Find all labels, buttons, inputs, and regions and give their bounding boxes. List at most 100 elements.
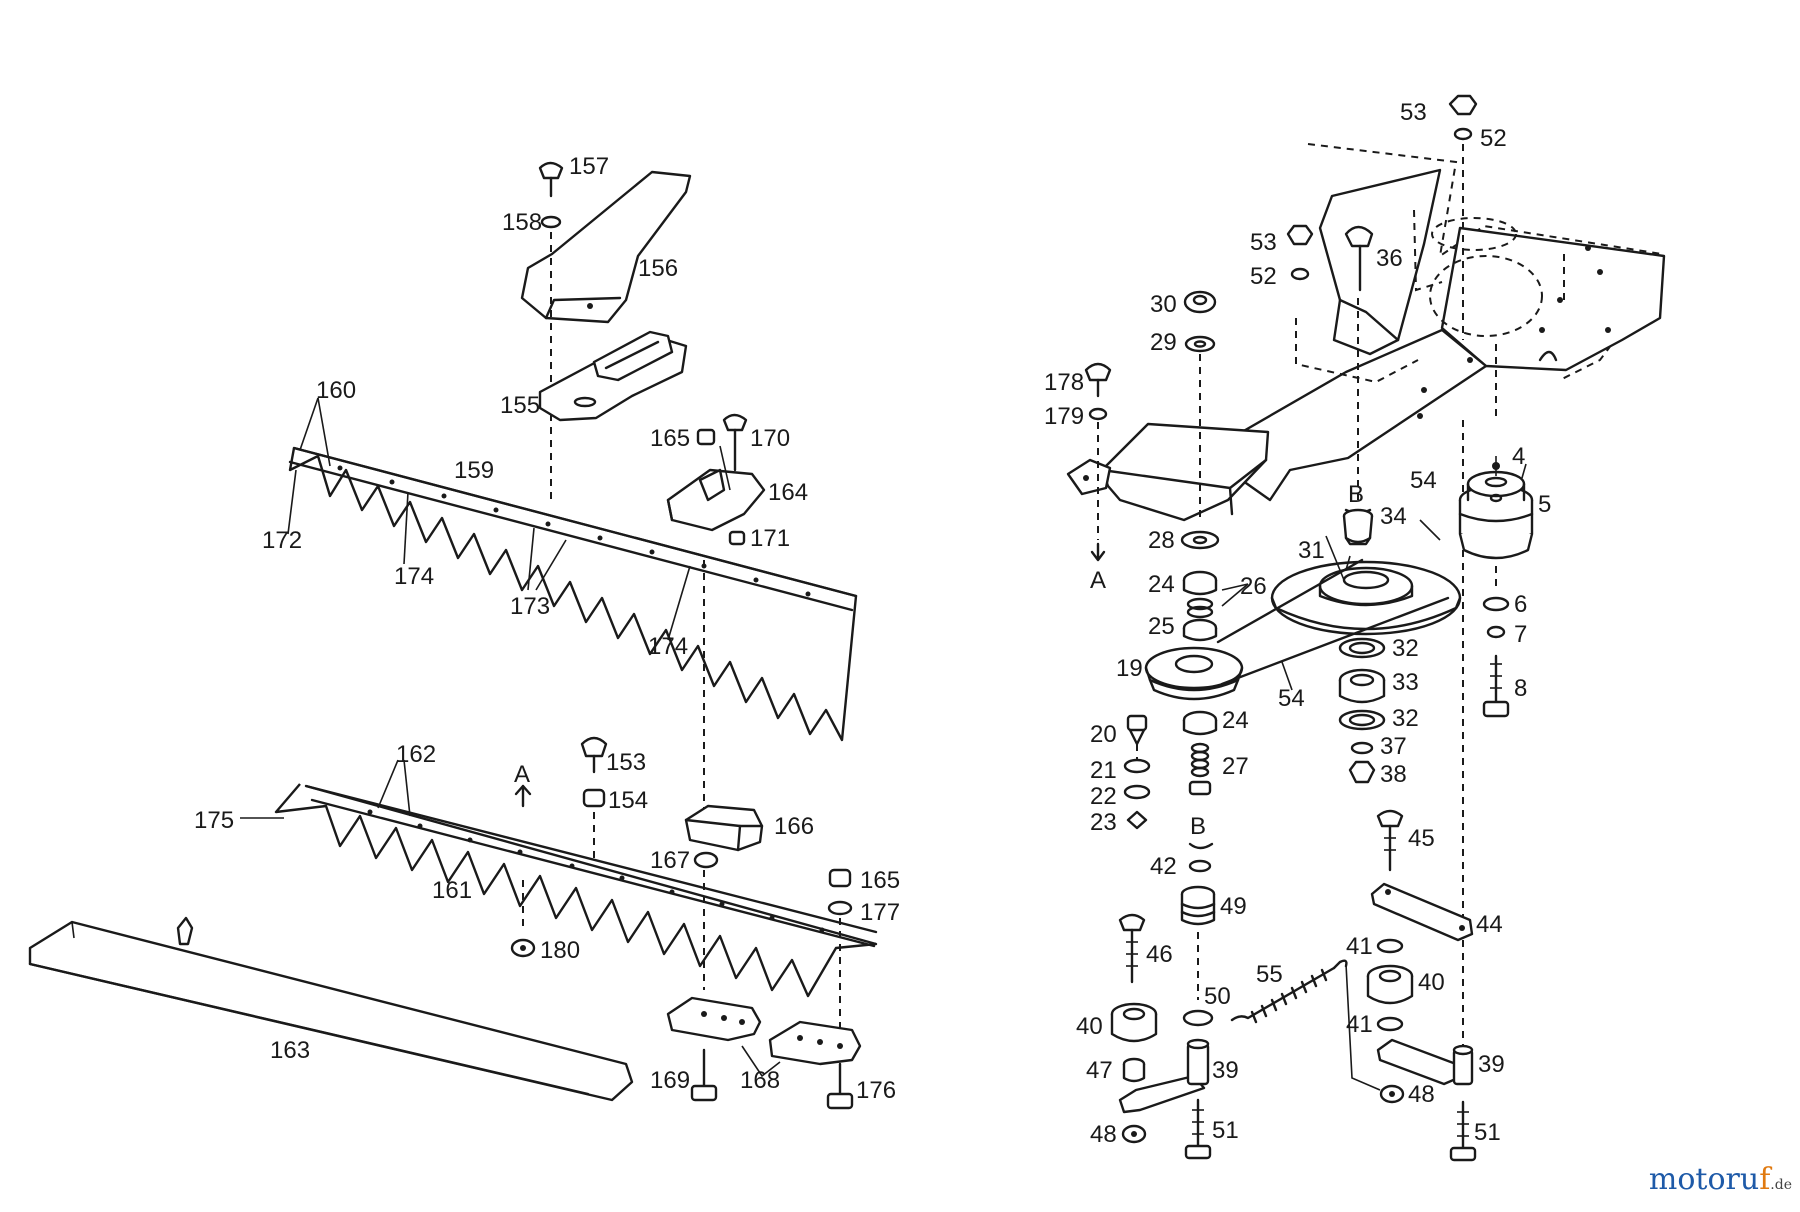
bolt-46: [1118, 913, 1146, 984]
label-177: 177: [860, 899, 900, 926]
bolt-36: [1344, 225, 1374, 292]
right-leader-lines: [1221, 463, 1527, 607]
label-23: 23: [1090, 809, 1117, 836]
spring-55: [1230, 959, 1381, 1091]
label-161: 161: [432, 877, 472, 904]
label-30: 30: [1150, 291, 1177, 318]
nut-165: [696, 428, 716, 446]
label-46: 46: [1146, 941, 1173, 968]
reference-arrow-a-right: [1090, 542, 1106, 562]
bolt-51-left: [1184, 1098, 1212, 1160]
nut-53-mid: [1286, 224, 1314, 246]
arm-right: [1376, 1038, 1460, 1086]
label-52a: 52: [1480, 125, 1507, 152]
nut-23: [1126, 810, 1148, 830]
label-24a: 24: [1148, 571, 1175, 598]
label-41b: 41: [1346, 1011, 1373, 1038]
motoruf-logo[interactable]: motoruf.de: [1649, 1162, 1792, 1197]
label-38: 38: [1380, 761, 1407, 788]
label-b-bottom: B: [1190, 813, 1206, 840]
label-33: 33: [1392, 669, 1419, 696]
label-53a: 53: [1400, 99, 1427, 126]
washer-52-mid: [1290, 267, 1310, 281]
nut-30: [1183, 290, 1217, 314]
nut-53-top: [1448, 94, 1478, 116]
bushing-47: [1122, 1057, 1146, 1083]
label-153: 153: [606, 749, 646, 776]
pin-39-right: [1452, 1044, 1474, 1086]
label-164: 164: [768, 479, 808, 506]
bearing-24-lower: [1182, 710, 1218, 736]
label-175: 175: [194, 807, 234, 834]
bearing-33: [1338, 668, 1386, 704]
label-168: 168: [740, 1067, 780, 1094]
label-31: 31: [1298, 537, 1325, 564]
label-21: 21: [1090, 757, 1117, 784]
label-24b: 24: [1222, 707, 1249, 734]
label-166: 166: [774, 813, 814, 840]
label-32b: 32: [1392, 705, 1419, 732]
label-28: 28: [1148, 527, 1175, 554]
reference-arrow-a-left: [514, 784, 532, 808]
label-36: 36: [1376, 245, 1403, 272]
bolt-8: [1482, 654, 1510, 718]
label-165a: 165: [650, 425, 690, 452]
label-155: 155: [500, 392, 540, 419]
washer-50: [1182, 1009, 1214, 1027]
label-50: 50: [1204, 983, 1231, 1010]
washer-177: [827, 900, 853, 916]
belt-54-upper: [1216, 558, 1364, 644]
washer-158: [540, 215, 562, 229]
label-162: 162: [396, 741, 436, 768]
label-29: 29: [1150, 329, 1177, 356]
logo-text-main: motoru: [1648, 1162, 1760, 1197]
washer-52-top: [1453, 127, 1473, 141]
label-27: 27: [1222, 753, 1249, 780]
label-171: 171: [750, 525, 790, 552]
label-48b: 48: [1408, 1081, 1435, 1108]
holder-166: [684, 804, 764, 852]
label-169: 169: [650, 1067, 690, 1094]
nut-165-lower: [828, 868, 852, 888]
cutter-bar-assembly: [28, 161, 878, 1110]
guide-plate-168a: [666, 996, 762, 1042]
washer-21: [1123, 758, 1151, 774]
spring-26: [1186, 597, 1214, 619]
washer-37: [1350, 741, 1374, 755]
label-4: 4: [1512, 443, 1525, 470]
lever-44: [1370, 882, 1474, 942]
label-40b: 40: [1418, 969, 1445, 996]
label-47: 47: [1086, 1057, 1113, 1084]
label-55: 55: [1256, 961, 1283, 988]
pulley-31: [1270, 560, 1462, 636]
label-44: 44: [1476, 911, 1503, 938]
label-7: 7: [1514, 621, 1527, 648]
reference-mark-b-bottom: [1188, 842, 1214, 850]
label-a-left: A: [514, 761, 530, 788]
label-170: 170: [750, 425, 790, 452]
bearing-32-lower: [1338, 709, 1386, 731]
drive-assembly: [1066, 94, 1666, 1162]
label-159: 159: [454, 457, 494, 484]
nut-20: [1126, 714, 1148, 746]
label-54b: 54: [1278, 685, 1305, 712]
arm-left: [1118, 1074, 1206, 1114]
belt-54-lower: [1220, 596, 1450, 686]
label-49: 49: [1220, 893, 1247, 920]
label-178: 178: [1044, 369, 1084, 396]
label-41a: 41: [1346, 933, 1373, 960]
label-53b: 53: [1250, 229, 1277, 256]
label-42: 42: [1150, 853, 1177, 880]
bolt-178: [1084, 362, 1112, 398]
label-32a: 32: [1392, 635, 1419, 662]
label-5: 5: [1538, 491, 1551, 518]
label-157: 157: [569, 153, 609, 180]
label-154: 154: [608, 787, 648, 814]
spacer-34: [1342, 508, 1374, 546]
spacer-154: [582, 788, 606, 808]
bearing-40-left: [1110, 1002, 1158, 1043]
label-8: 8: [1514, 675, 1527, 702]
label-25: 25: [1148, 613, 1175, 640]
